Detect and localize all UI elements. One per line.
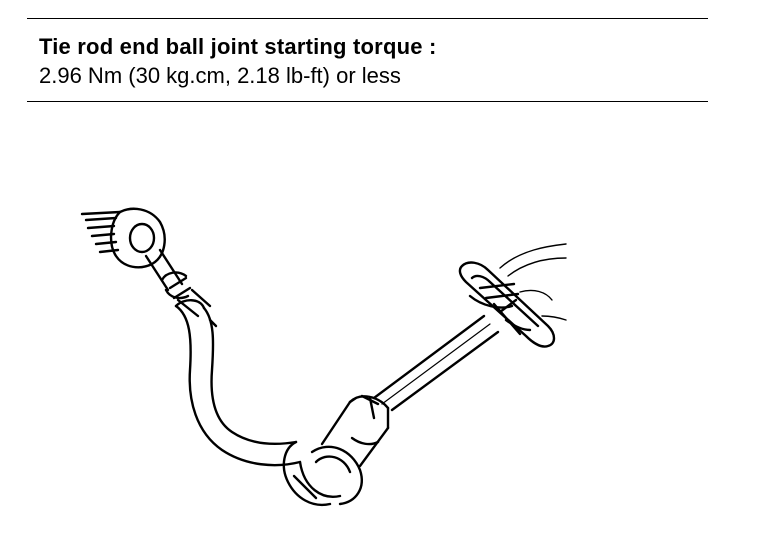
gauge-shaft (372, 314, 500, 412)
torque-gauge-handle (458, 261, 556, 348)
spec-title: Tie rod end ball joint starting torque : (39, 34, 437, 59)
ball-joint-housing (282, 440, 363, 507)
torque-spec-box: Tie rod end ball joint starting torque :… (27, 18, 708, 102)
hand-outline (499, 243, 567, 321)
tie-rod-arm (174, 299, 302, 467)
socket-adapter (320, 394, 390, 468)
spec-value: 2.96 Nm (30 kg.cm, 2.18 lb-ft) or less (39, 63, 401, 88)
rack-boot (80, 207, 166, 269)
